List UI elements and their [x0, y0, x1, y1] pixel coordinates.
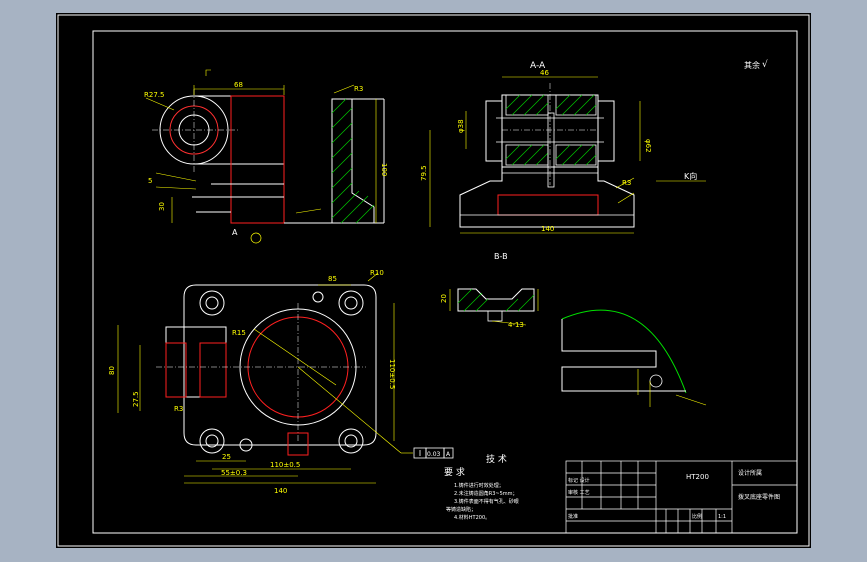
- title-row-a: 标记 设计: [568, 477, 590, 484]
- dim-4-13: 4-13: [508, 321, 524, 329]
- view-a-label: A: [232, 228, 238, 237]
- title-scale: 1:1: [718, 514, 726, 520]
- inner-border: [92, 30, 798, 534]
- dim-r27: R27.5: [144, 91, 164, 99]
- section-bb-view: B-B 20 4-13: [440, 252, 539, 329]
- title-row-c: 批准: [568, 513, 578, 520]
- req-heading-a: 技 术: [486, 453, 507, 465]
- title-material: HT200: [686, 473, 709, 481]
- dim-r3-plan: R3: [174, 405, 183, 413]
- req-item-1: 1.铸件进行时效处理；: [454, 482, 504, 489]
- section-aa-title: A-A: [530, 61, 546, 71]
- dim-r10: R10: [370, 269, 384, 277]
- dim-r3-aa: R3: [622, 179, 631, 187]
- title-block: [565, 460, 798, 534]
- technical-requirements: 技 术 要 求 1.铸件进行时效处理； 2.未注铸造圆角R3~5mm； 3.铸件…: [444, 453, 519, 521]
- req-item-2: 2.未注铸造圆角R3~5mm；: [454, 490, 518, 497]
- req-item-3: 3.铸件表面不得有气孔、砂眼: [454, 498, 519, 505]
- dim-55: 55±0.3: [221, 469, 247, 477]
- section-aa-view: A-A: [420, 61, 706, 234]
- dim-38: φ38: [457, 119, 465, 133]
- dim-140-plan: 140: [274, 487, 287, 495]
- view-k-label: K向: [684, 171, 697, 181]
- section-bb-title: B-B: [494, 252, 508, 261]
- plan-view: 85 R10 R15 110±0.5 80 27.5 25 55±0.3 110…: [108, 269, 454, 495]
- dim-79: 79.5: [420, 165, 428, 181]
- dim-110-horiz: 110±0.5: [270, 461, 300, 469]
- title-row-b: 审核 工艺: [568, 489, 590, 496]
- dim-r15: R15: [232, 329, 246, 337]
- dim-62: φ62: [644, 139, 652, 153]
- dim-27: 27.5: [132, 391, 140, 407]
- title-part-name: 拨叉底座零件图: [738, 493, 780, 501]
- roughness-mark: √: [762, 59, 768, 70]
- dim-5: 5: [148, 177, 152, 185]
- drawing-sheet: 其余 √: [56, 13, 811, 548]
- title-scale-label: 比例: [692, 513, 702, 520]
- dim-20: 20: [440, 294, 448, 303]
- outer-border: [57, 14, 810, 547]
- req-heading-b: 要 求: [444, 466, 465, 478]
- dim-25: 25: [222, 453, 231, 461]
- tolerance-value: 0.03: [427, 451, 441, 458]
- req-item-4: 等铸造缺陷；: [446, 506, 476, 513]
- dim-30: 30: [158, 202, 166, 211]
- view-k-detail: [561, 309, 707, 407]
- tolerance-datum: A: [446, 451, 451, 458]
- dim-110-vert: 110±0.5: [388, 359, 396, 389]
- req-item-5: 4.材料HT200。: [454, 514, 490, 521]
- front-view: 68 R27.5 R3 100 30 5 A: [144, 69, 388, 244]
- dim-85: 85: [328, 275, 337, 283]
- roughness-label: 其余: [744, 60, 760, 70]
- dim-46: 46: [540, 69, 549, 77]
- dim-140-aa: 140: [541, 225, 554, 233]
- title-school: 设计所属: [738, 469, 762, 477]
- dim-68: 68: [234, 81, 243, 89]
- engineering-drawing: 其余 √: [57, 14, 810, 547]
- dim-r3: R3: [354, 85, 363, 93]
- dim-80: 80: [108, 366, 116, 375]
- dim-100: 100: [380, 163, 388, 176]
